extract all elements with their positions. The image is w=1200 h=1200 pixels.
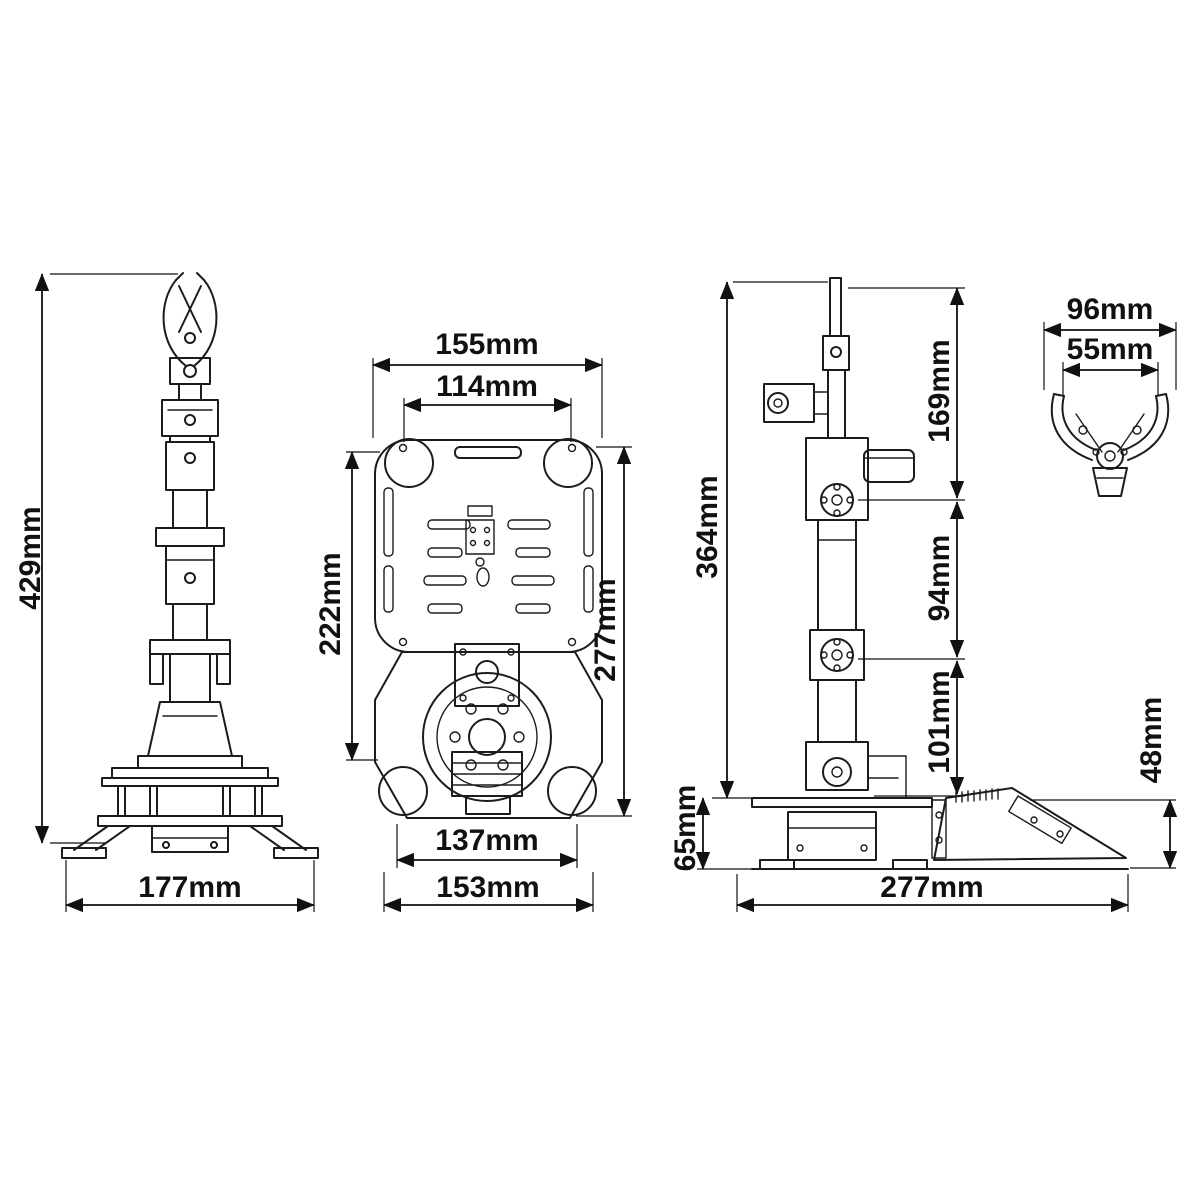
dim-label-side-base-height: 65mm [669, 784, 702, 872]
dim-label-top-length-outer: 277mm [589, 578, 622, 682]
side-view-drawing [751, 277, 1129, 870]
dim-label-side-segment-lower: 101mm [923, 670, 956, 774]
front-view-drawing [61, 272, 319, 859]
dim-label-top-width-inner: 114mm [436, 370, 538, 403]
dim-label-side-segment-middle: 94mm [923, 534, 956, 622]
dim-label-front-height: 429mm [14, 506, 47, 610]
dim-label-top-base-inner: 137mm [435, 824, 539, 857]
gripper-view-drawing [1050, 393, 1170, 497]
top-view-drawing [374, 438, 603, 819]
dim-label-side-segment-upper: 169mm [923, 339, 956, 443]
dim-label-top-length-inner: 222mm [314, 552, 347, 656]
dim-label-front-base-width: 177mm [138, 871, 242, 904]
dim-label-side-controller-height: 48mm [1135, 696, 1168, 784]
dim-label-gripper-outer: 96mm [1066, 293, 1154, 326]
dim-label-side-arm-height: 364mm [691, 475, 724, 579]
dimension-lines [34, 273, 1178, 913]
dim-label-gripper-inner: 55mm [1066, 333, 1154, 366]
dim-label-side-base-length: 277mm [880, 871, 984, 904]
dim-label-top-base-outer: 153mm [436, 871, 540, 904]
dim-label-top-width-outer: 155mm [435, 328, 539, 361]
